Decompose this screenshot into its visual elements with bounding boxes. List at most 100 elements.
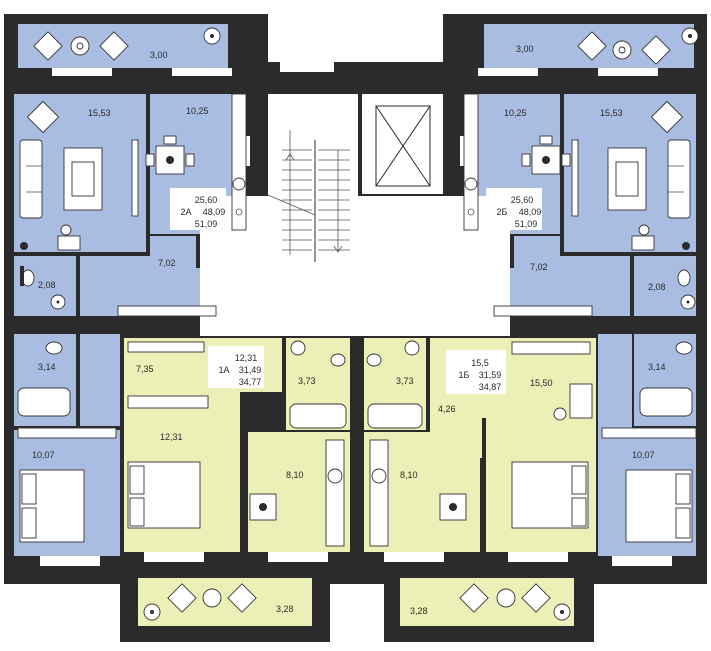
plant-icon [553, 603, 571, 621]
landing [200, 196, 510, 336]
stair-treads [267, 130, 350, 262]
kitchen-counter-icon [369, 439, 389, 547]
desk-icon [631, 224, 655, 251]
kitchen-counter-icon [325, 439, 345, 547]
window [172, 68, 232, 76]
toilet-icon [366, 353, 382, 367]
hall-1b-area: 4,26 [438, 404, 456, 414]
coffee-table-icon [607, 147, 647, 211]
bath-1a-area: 3,73 [298, 376, 316, 386]
plant-icon [143, 603, 161, 621]
living-area-value: 12,31 [235, 353, 258, 363]
apartment-summary-2a: 25,60 2А 48,09 51,09 [170, 188, 226, 230]
living-right-area: 15,53 [600, 108, 623, 118]
wardrobe-icon [493, 305, 593, 317]
bath-left-area: 2,08 [38, 280, 56, 290]
wardrobe-icon [601, 427, 697, 439]
balcony-top-left-area: 3,00 [150, 50, 168, 60]
total-area-value: 31,49 [239, 365, 262, 375]
armchair-icon [33, 31, 63, 61]
total-area-value: 31,59 [479, 370, 502, 380]
living-1b-area: 15,50 [530, 378, 553, 388]
apartment-label: 1А [218, 365, 229, 375]
wardrobe-icon [127, 395, 209, 409]
living-left-area: 15,53 [88, 108, 111, 118]
corridor-left [80, 334, 120, 426]
hall-left [80, 236, 220, 316]
bed-icon [127, 461, 201, 529]
balcony-top-right-area: 3,00 [516, 44, 534, 54]
sink-icon [50, 294, 66, 310]
gross-area-value: 51,09 [515, 219, 538, 229]
wc-right-area: 3,14 [648, 362, 666, 372]
kitchen-counter-icon [463, 93, 479, 231]
gross-area-value: 34,87 [479, 382, 502, 392]
bath-right-area: 2,08 [648, 282, 666, 292]
bed-icon [625, 469, 693, 543]
bathtub-icon [639, 387, 693, 417]
apartment-label: 2Б [497, 207, 508, 217]
wardrobe-icon [511, 341, 591, 355]
desk-icon [57, 224, 81, 251]
sofa-icon [667, 139, 691, 219]
living-area-value: 25,60 [511, 195, 534, 205]
balcony-bottom-right [400, 578, 574, 626]
apartment-summary-2b: 25,60 2Б 48,09 51,09 [486, 188, 542, 230]
plant-icon [682, 242, 690, 250]
window [478, 68, 538, 76]
hall-left-area: 7,02 [158, 258, 176, 268]
bathtub-icon [289, 403, 347, 429]
dining-table-icon [145, 135, 195, 175]
total-area-value: 48,09 [519, 207, 542, 217]
kitchen-counter-icon [231, 93, 247, 231]
apartment-label: 1Б [459, 370, 470, 380]
armchair-icon [521, 583, 551, 613]
window [144, 552, 204, 562]
wc-left-area: 3,14 [38, 362, 56, 372]
window [280, 62, 334, 72]
toilet-icon [675, 341, 693, 355]
armchair-icon [577, 31, 607, 61]
hall-right [490, 236, 630, 316]
living-area-value: 15,5 [471, 358, 489, 368]
toilet-icon [45, 341, 63, 355]
hall-right-area: 7,02 [530, 262, 548, 272]
balcony-bottom-right-area: 3,28 [410, 606, 428, 616]
dining-table-icon [521, 135, 571, 175]
armchair-icon [650, 100, 684, 134]
window [612, 556, 672, 566]
coffee-table-icon [63, 147, 103, 211]
apartment-summary-1b: 15,5 1Б 31,59 34,87 [446, 350, 506, 394]
armchair-icon [641, 35, 671, 65]
round-table-icon [202, 588, 222, 608]
balcony-bottom-left [138, 578, 312, 626]
dining-table-icon [439, 493, 467, 521]
bedroom-left-area: 10,07 [32, 450, 55, 460]
kitchen-1a-area: 8,10 [286, 470, 304, 480]
apartment-label: 2А [180, 207, 191, 217]
bed-1a-area: 12,31 [160, 432, 183, 442]
living-area-value: 25,60 [195, 195, 218, 205]
elevator-shaft [362, 94, 443, 194]
hall-1a-area: 7,35 [136, 364, 154, 374]
tv-stand-icon [131, 139, 139, 217]
sofa-icon [19, 139, 43, 219]
bathtub-icon [367, 403, 423, 429]
window [384, 552, 444, 562]
toilet-icon [677, 269, 691, 287]
armchair-icon [167, 583, 197, 613]
window [508, 552, 568, 562]
bed-icon [19, 469, 85, 543]
round-table-icon [70, 36, 90, 56]
kitchen-right-area: 10,25 [504, 108, 527, 118]
plant-icon [20, 242, 28, 250]
balcony-bottom-left-area: 3,28 [276, 604, 294, 614]
gross-area-value: 51,09 [195, 219, 218, 229]
desk-icon [553, 383, 593, 421]
sink-icon [680, 294, 696, 310]
armchair-icon [26, 100, 60, 134]
gross-area-value: 34,77 [239, 377, 262, 387]
kitchen-1b-area: 8,10 [400, 470, 418, 480]
bathroom-left [14, 256, 76, 316]
